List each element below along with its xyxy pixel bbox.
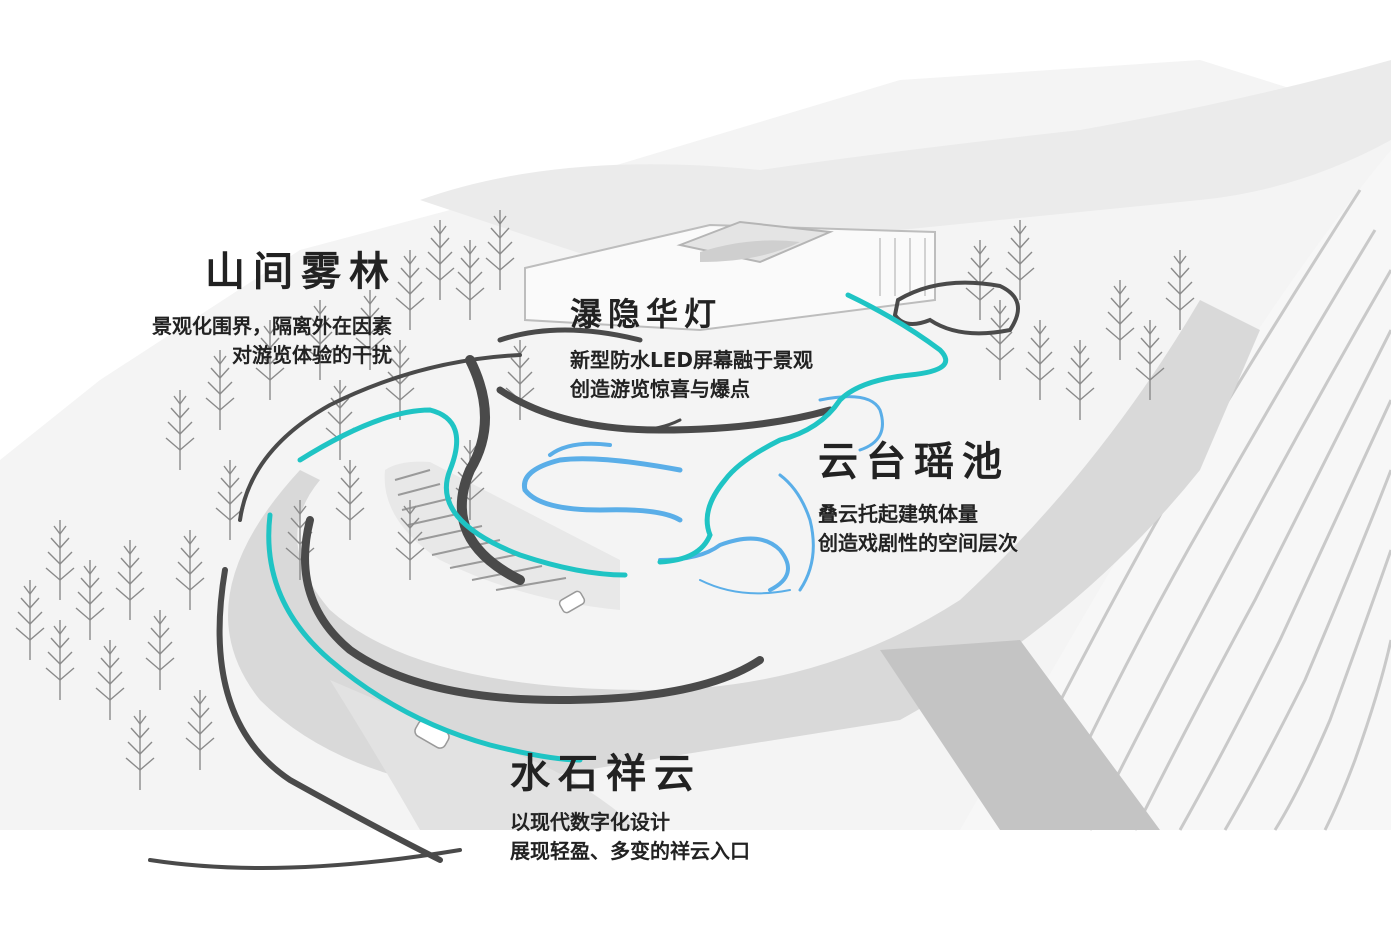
description-line: 对游览体验的干扰: [232, 343, 392, 367]
zone-forest-description: 景观化围界，隔离外在因素 对游览体验的干扰: [80, 312, 392, 370]
road-outer: [228, 300, 1260, 790]
main-building: [524, 220, 936, 332]
zone-cloud-pool: 云台瑶池: [818, 438, 1010, 486]
zone-forest: 山间雾林: [205, 248, 390, 296]
description-line: 景观化围界，隔离外在因素: [152, 314, 392, 338]
zone-title: 瀑隐华灯: [570, 295, 723, 333]
zone-title: 云台瑶池: [818, 438, 1010, 485]
zone-title: 山间雾林: [205, 248, 397, 295]
water-feature: [521, 395, 884, 595]
zone-cloud-pool-description: 叠云托起建筑体量 创造戏剧性的空间层次: [818, 500, 1018, 558]
road-diagonal: [880, 640, 1160, 830]
description-line: 创造游览惊喜与爆点: [570, 377, 750, 401]
description-line: 叠云托起建筑体量: [818, 502, 978, 526]
road-entrance: [330, 680, 640, 830]
description-line: 以现代数字化设计: [510, 810, 670, 834]
parking-lot: [384, 461, 620, 610]
zone-water-stone: 水石祥云: [510, 750, 702, 798]
zone-waterfall-description: 新型防水LED屏幕融于景观 创造游览惊喜与爆点: [570, 346, 813, 404]
brush-strokes: [148, 280, 1020, 870]
description-line: 展现轻盈、多变的祥云入口: [510, 839, 750, 863]
description-line: 新型防水LED屏幕融于景观: [570, 348, 814, 372]
visitor-path: [266, 292, 949, 763]
distant-terrain: [420, 60, 1391, 260]
zone-water-stone-description: 以现代数字化设计 展现轻盈、多变的祥云入口: [510, 808, 750, 866]
description-line: 创造戏剧性的空间层次: [818, 531, 1018, 555]
zone-title: 水石祥云: [510, 750, 702, 797]
zone-waterfall: 瀑隐华灯: [570, 290, 722, 338]
